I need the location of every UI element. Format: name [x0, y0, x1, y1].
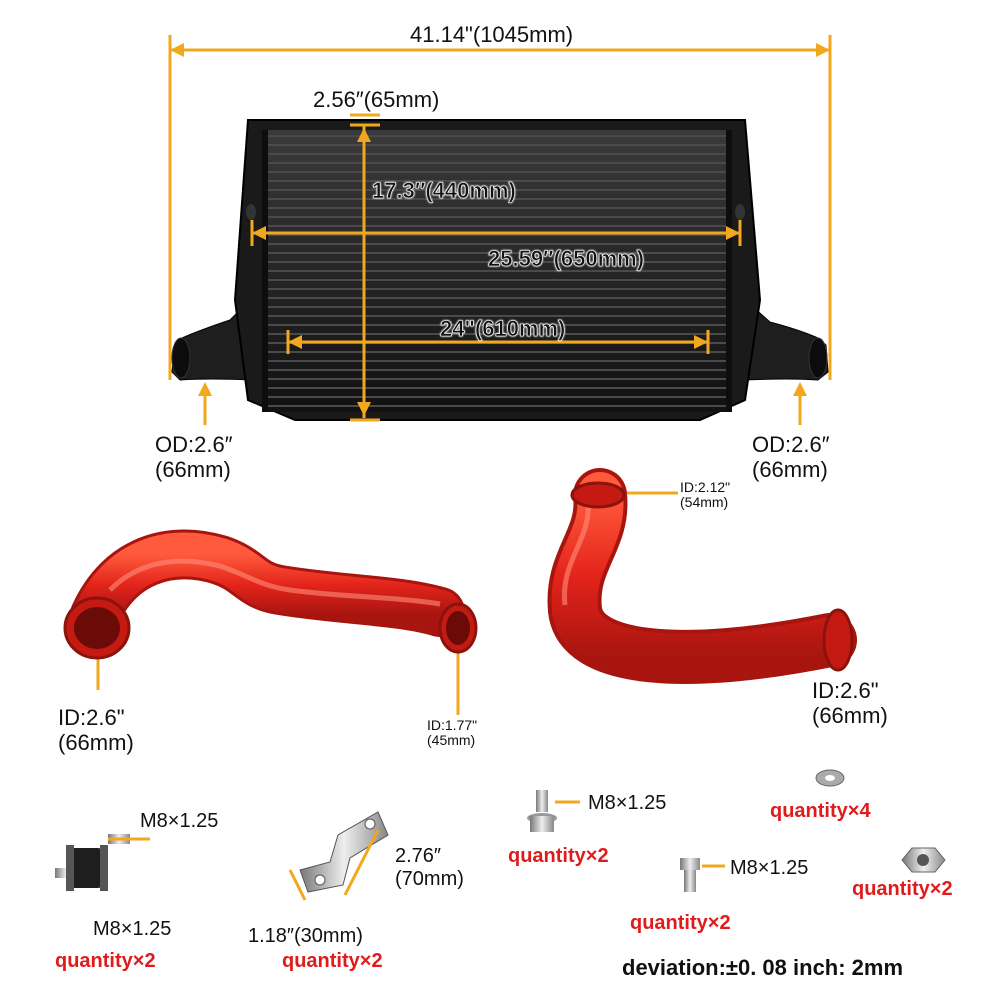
right-outlet-od-label: OD:2.6″ (66mm)	[752, 432, 830, 483]
rubber-mount-thread-label: M8×1.25	[140, 810, 219, 832]
flange-bolt-icon	[527, 790, 580, 832]
rubber-mount-thread-label-below: M8×1.25	[93, 918, 172, 940]
left-pipe-big-id-label: ID:2.6" (66mm)	[58, 705, 134, 756]
intercooler	[171, 119, 829, 421]
nut-quantity: quantity×2	[852, 878, 953, 900]
dimension-lines	[96, 35, 844, 715]
right-outlet-pipe	[744, 298, 829, 381]
flange-bolt-quantity: quantity×2	[508, 845, 609, 867]
right-outlet-mouth	[808, 337, 828, 379]
rubber-mount-icon	[55, 834, 150, 891]
tank-width-label: 25.59″(650mm)	[488, 246, 645, 272]
bracket-length-label: 2.76″ (70mm)	[395, 845, 464, 890]
core-thickness-label: 2.56″(65mm)	[313, 87, 440, 112]
left-outlet-pipe	[171, 298, 251, 381]
left-pipe-small-id-label: ID:1.77" (45mm)	[427, 717, 478, 749]
left-outlet-mouth	[171, 337, 191, 379]
right-silicone-pipe	[547, 468, 857, 684]
rubber-mount-quantity: quantity×2	[55, 950, 156, 972]
washer-quantity: quantity×4	[770, 800, 871, 822]
socket-bolt-icon	[680, 858, 725, 892]
core-height-label: 17.3″(440mm)	[372, 178, 516, 204]
left-outlet-od-label: OD:2.6″ (66mm)	[155, 432, 233, 483]
flange-bolt-thread-label: M8×1.25	[588, 792, 667, 814]
bracket-quantity: quantity×2	[282, 950, 383, 972]
overall-width-label: 41.14"(1045mm)	[410, 22, 574, 47]
socket-bolt-thread-label: M8×1.25	[730, 857, 809, 879]
socket-bolt-quantity: quantity×2	[630, 912, 731, 934]
right-pipe-bottom-id-label: ID:2.6" (66mm)	[812, 678, 888, 729]
core-width-label: 24"(610mm)	[440, 316, 566, 342]
washer-icon	[815, 769, 845, 787]
bracket-icon	[288, 811, 389, 901]
bracket-width-label: 1.18″(30mm)	[248, 925, 363, 947]
core-fins	[268, 135, 726, 407]
left-silicone-pipe	[63, 529, 478, 660]
deviation-note: deviation:±0. 08 inch: 2mm	[622, 955, 904, 980]
nut-icon	[901, 847, 946, 873]
right-pipe-top-id-label: ID:2.12" (54mm)	[680, 479, 731, 511]
